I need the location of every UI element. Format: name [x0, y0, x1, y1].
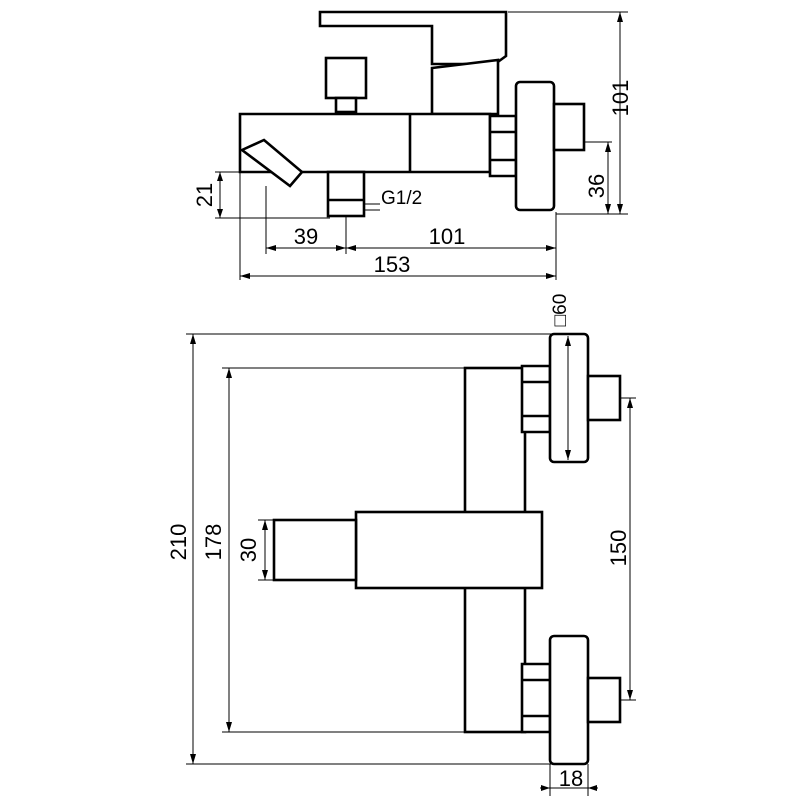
dim-total-width: 210 [166, 524, 191, 561]
dim-flange-size: □60 [550, 294, 571, 327]
lower-flange [548, 634, 590, 766]
wall-flange [514, 80, 556, 212]
dim-body-width: 178 [201, 524, 226, 561]
cartridge-housing [430, 58, 500, 116]
lower-connector [586, 676, 622, 724]
dim-spout-height: 21 [192, 183, 217, 207]
hex-nut [488, 114, 518, 178]
upper-connector [586, 374, 622, 422]
dim-height-wall: 36 [584, 174, 609, 198]
dim-depth-body: 101 [429, 224, 466, 249]
dim-spout-offset: 39 [294, 224, 318, 249]
upper-flange [548, 332, 590, 464]
dim-flange-thickness: 18 [559, 766, 583, 791]
lower-hex-nut [520, 662, 552, 734]
spout-outlet [239, 138, 304, 188]
dim-diverter-width: 30 [236, 538, 261, 562]
side-view: 101 36 21 G1/2 39 101 153 [192, 10, 633, 280]
diverter-front [272, 518, 358, 582]
diverter-knob [324, 56, 368, 100]
dim-center-distance: 150 [606, 530, 631, 567]
lever-handle [318, 10, 508, 66]
dim-height-total: 101 [608, 80, 633, 117]
dim-depth-total: 153 [374, 252, 411, 277]
diverter-stem [334, 96, 358, 114]
eccentric-connector [552, 102, 586, 152]
thread-label: G1/2 [381, 188, 422, 209]
front-view: 210 178 30 150 □60 18 [166, 294, 636, 796]
shower-outlet [326, 170, 366, 218]
upper-hex-nut [520, 364, 552, 434]
body-horizontal [354, 510, 544, 590]
